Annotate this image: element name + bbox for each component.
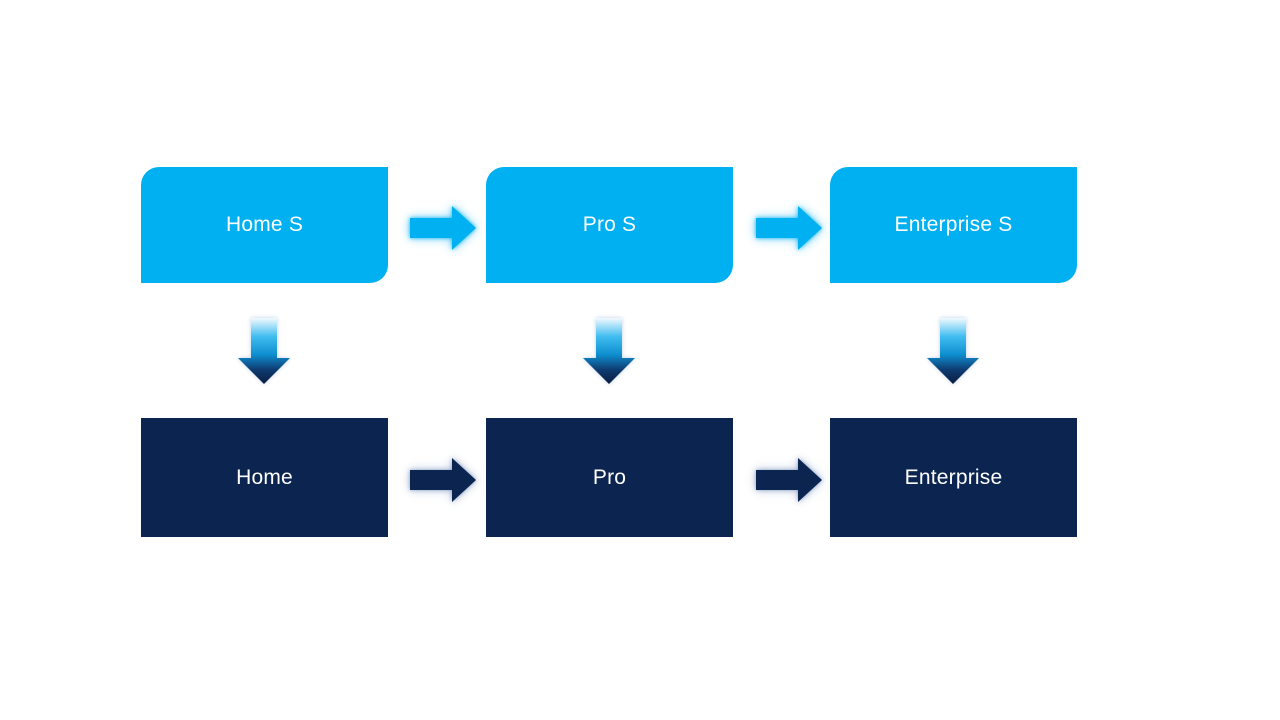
right-arrow-icon-top-1 [410, 206, 476, 250]
down-arrow-icon-home [238, 318, 290, 384]
down-arrow-svg [238, 318, 290, 384]
down-arrow-shape [238, 318, 290, 384]
right-arrow-shape [410, 458, 476, 502]
right-arrow-shape [410, 206, 476, 250]
bottom-box-home: Home [141, 418, 388, 537]
top-box-enterprise: Enterprise S [830, 167, 1077, 283]
bottom-box-pro: Pro [486, 418, 733, 537]
down-arrow-shape [583, 318, 635, 384]
down-arrow-icon-enterprise [927, 318, 979, 384]
right-arrow-icon-bottom-1 [410, 458, 476, 502]
down-arrow-svg [583, 318, 635, 384]
bottom-box-enterprise-label: Enterprise [904, 465, 1003, 489]
bottom-box-enterprise: Enterprise [830, 418, 1077, 537]
right-arrow-svg [410, 206, 476, 250]
down-arrow-shape [927, 318, 979, 384]
bottom-box-pro-label: Pro [592, 465, 627, 489]
right-arrow-icon-top-2 [756, 206, 822, 250]
right-arrow-svg [756, 206, 822, 250]
right-arrow-svg [756, 458, 822, 502]
right-arrow-svg [410, 458, 476, 502]
top-box-pro: Pro S [486, 167, 733, 283]
down-arrow-icon-pro [583, 318, 635, 384]
top-box-pro-label: Pro S [582, 213, 637, 236]
bottom-box-home-label: Home [236, 465, 293, 489]
top-box-home-label: Home S [225, 213, 304, 236]
right-arrow-shape [756, 458, 822, 502]
right-arrow-icon-bottom-2 [756, 458, 822, 502]
top-box-enterprise-label: Enterprise S [894, 213, 1013, 236]
down-arrow-svg [927, 318, 979, 384]
top-box-home: Home S [141, 167, 388, 283]
right-arrow-shape [756, 206, 822, 250]
